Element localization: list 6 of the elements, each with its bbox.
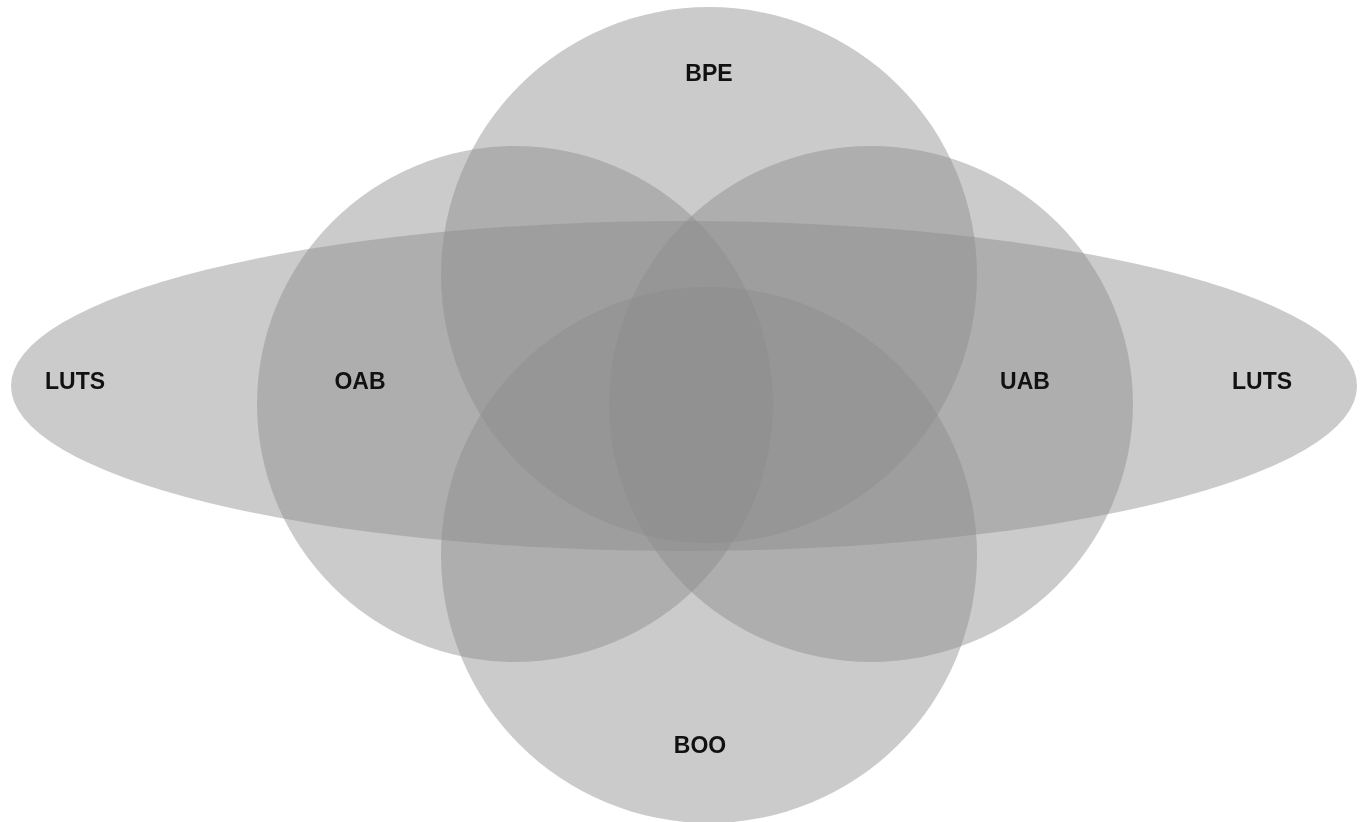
set-label: LUTS	[1231, 367, 1293, 395]
set-label: BPE	[685, 59, 733, 87]
set-label: UAB	[1000, 367, 1050, 395]
set-label: OAB	[334, 367, 386, 395]
set-label: LUTS	[44, 367, 106, 395]
set-label: BOO	[673, 731, 727, 759]
